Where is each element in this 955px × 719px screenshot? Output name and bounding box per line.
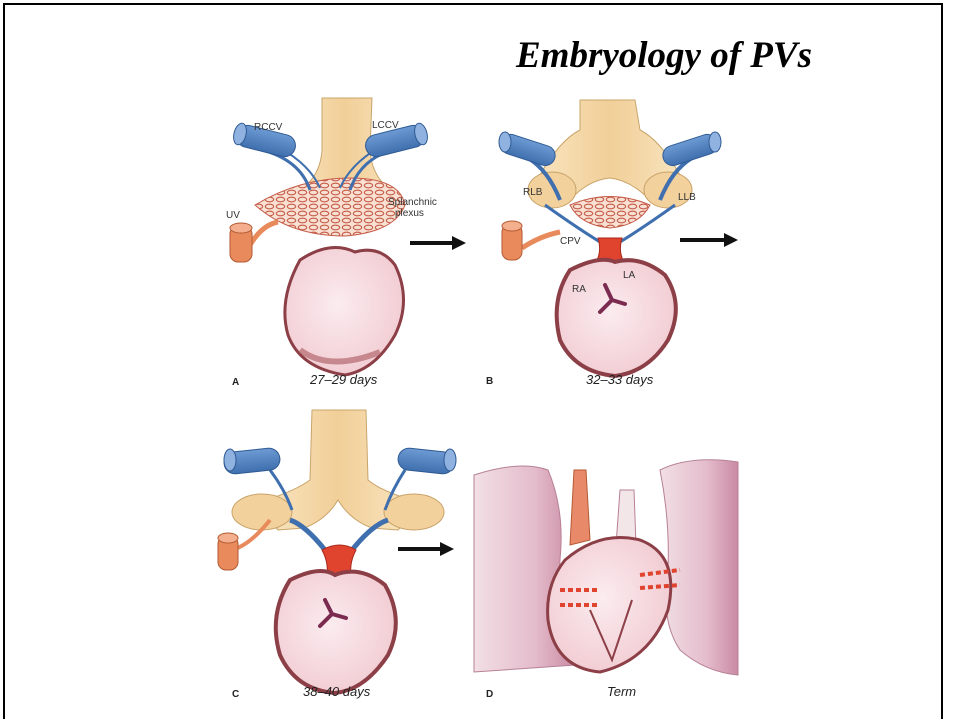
right-cardinal-vein-b [498, 132, 557, 168]
arrow-a-to-b [410, 236, 466, 250]
heart-b [557, 260, 676, 376]
label-plexus: plexus [395, 208, 424, 219]
label-uv: UV [226, 210, 240, 221]
label-cpv: CPV [560, 236, 581, 247]
arrow-b-to-next [680, 233, 738, 247]
caption-d: Term [607, 684, 636, 699]
heart-tube-a [285, 248, 404, 376]
label-rlb: RLB [523, 187, 543, 198]
label-rccv: RCCV [254, 122, 283, 133]
panel-d: D Term [474, 460, 738, 700]
panel-b: RLB LLB CPV RA LA B 32–33 days [486, 100, 738, 387]
caption-b: 32–33 days [586, 372, 654, 387]
panel-letter-c: C [232, 689, 239, 700]
panel-a: RCCV LCCV UV Splanchnic plexus A 27–29 d… [226, 98, 466, 388]
label-llb: LLB [678, 192, 696, 203]
panel-c: C 38–40 days [218, 410, 456, 700]
label-la: LA [623, 270, 636, 281]
umbilical-vein-c [218, 533, 238, 570]
right-lung-d [660, 460, 738, 675]
splanchnic-plexus [255, 178, 405, 236]
panel-letter-d: D [486, 689, 493, 700]
label-lccv: LCCV [372, 120, 399, 131]
left-cardinal-vein-b [660, 132, 721, 168]
caption-a: 27–29 days [309, 372, 378, 387]
panel-letter-b: B [486, 376, 493, 387]
umbilical-vein-b [502, 221, 522, 260]
caption-c: 38–40 days [303, 684, 371, 699]
panel-letter-a: A [232, 377, 239, 388]
label-ra: RA [572, 284, 586, 295]
umbilical-vein [230, 223, 252, 262]
label-splanchnic: Splanchnic [388, 197, 437, 208]
arrow-c-to-d [398, 542, 454, 556]
heart-c [276, 571, 396, 693]
plexus-b [570, 197, 650, 229]
